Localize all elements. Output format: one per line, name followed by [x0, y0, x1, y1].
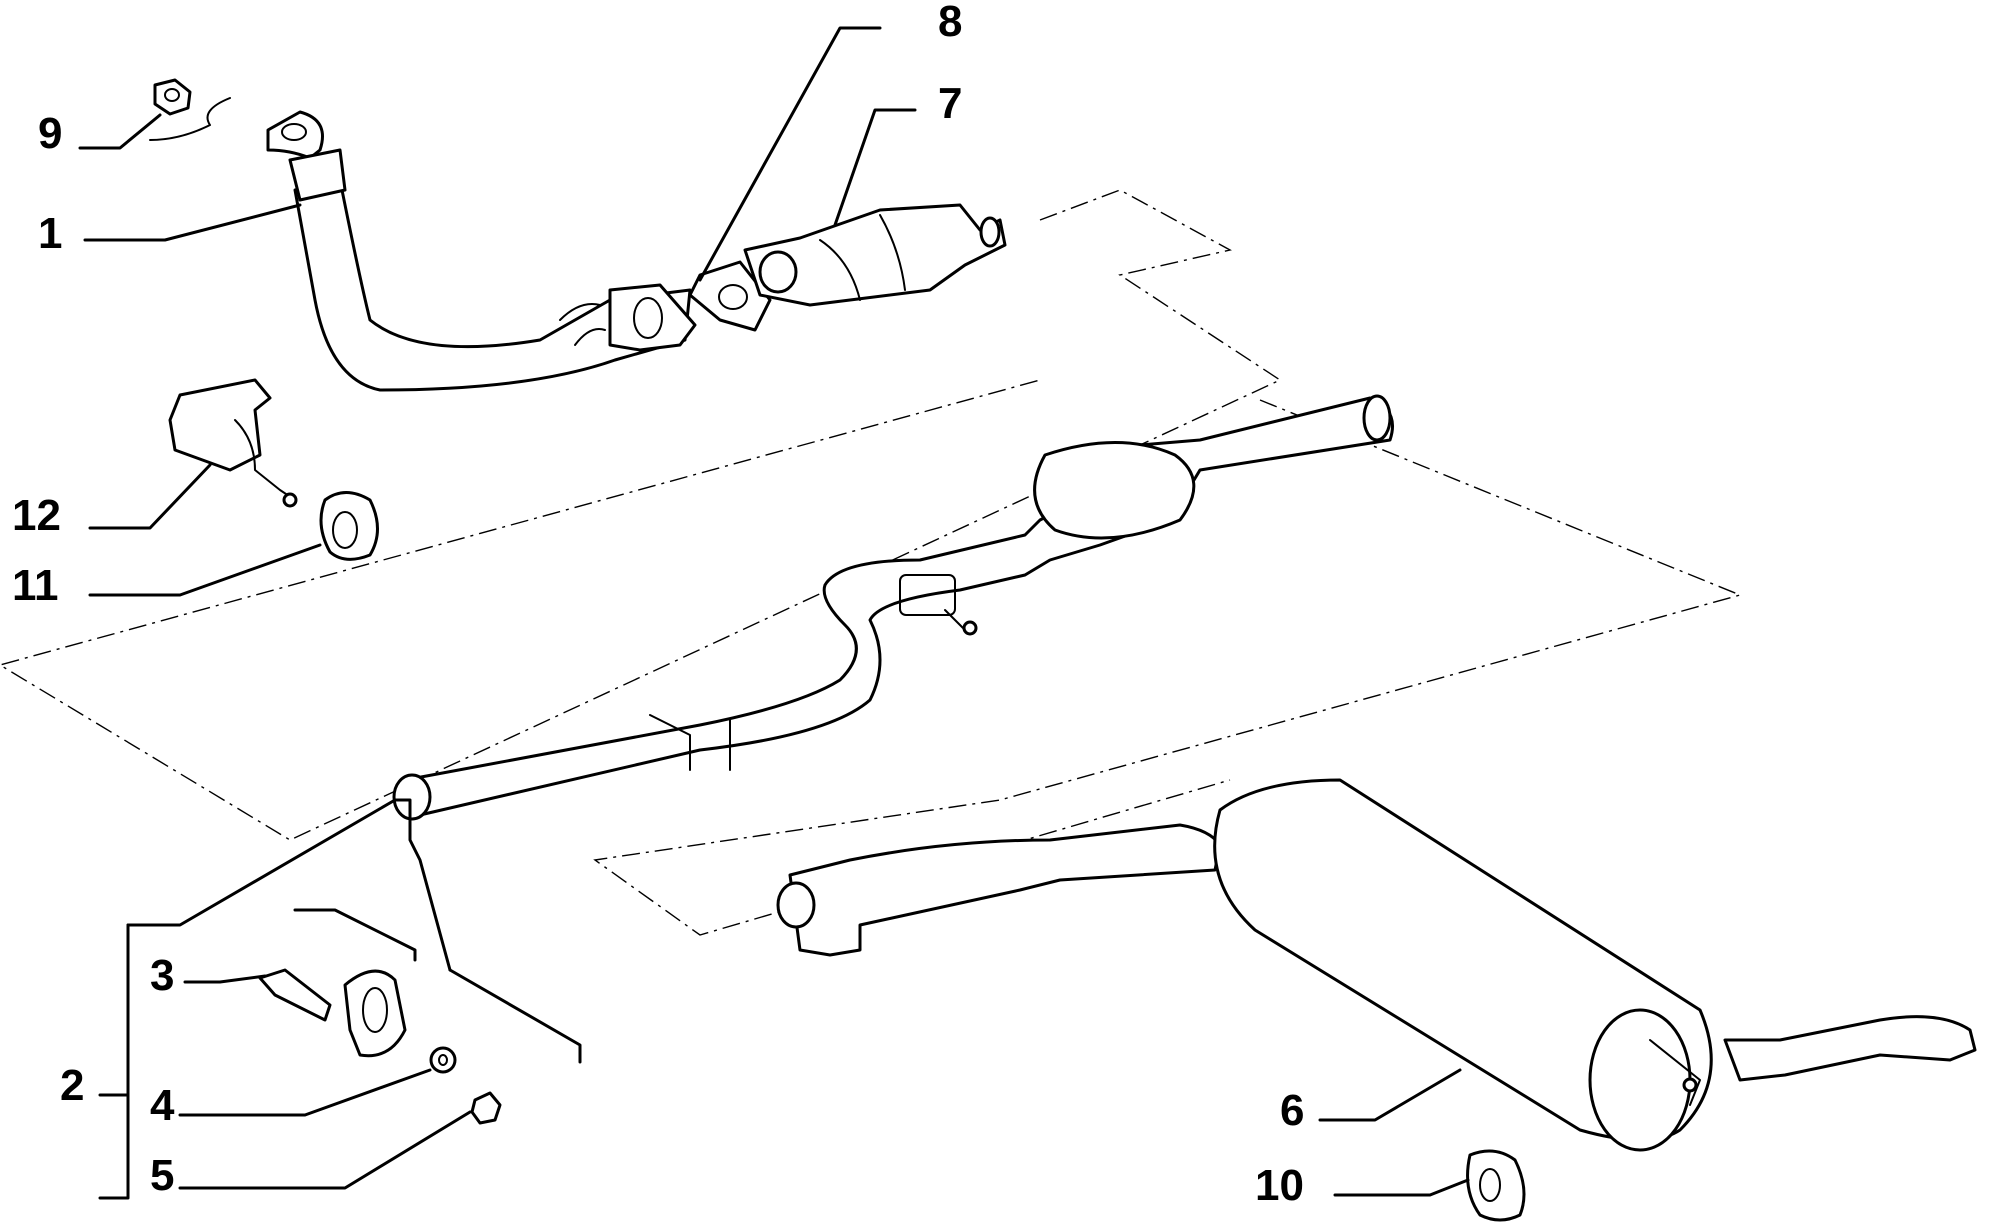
rubber-mount-rear	[1466, 1149, 1526, 1222]
leader-lines	[78, 26, 1470, 1200]
front-exhaust-pipe	[266, 110, 697, 392]
rear-muffler	[776, 778, 1977, 1152]
flange-nut	[149, 78, 231, 141]
rubber-mount	[319, 491, 379, 561]
catalytic-converter	[743, 203, 1007, 307]
callout-7: 7	[938, 79, 962, 128]
callout-11: 11	[12, 561, 59, 610]
callout-12: 12	[12, 491, 61, 540]
callout-2: 2	[60, 1061, 84, 1110]
callout-6: 6	[1280, 1086, 1304, 1135]
mounting-bracket	[168, 378, 298, 508]
callout-labels: 9 1 8 7 12 11 3 2 4 5 6 10	[12, 0, 1304, 1210]
callout-5: 5	[150, 1151, 174, 1200]
callout-1: 1	[38, 209, 62, 258]
callout-9: 9	[38, 109, 62, 158]
callout-10: 10	[1255, 1161, 1304, 1210]
centre-pipe-resonator	[392, 394, 1394, 821]
callout-8: 8	[938, 0, 962, 46]
flange-gasket	[688, 260, 772, 332]
callout-3: 3	[150, 951, 174, 1000]
clamp-components	[258, 968, 502, 1125]
callout-4: 4	[150, 1081, 175, 1130]
